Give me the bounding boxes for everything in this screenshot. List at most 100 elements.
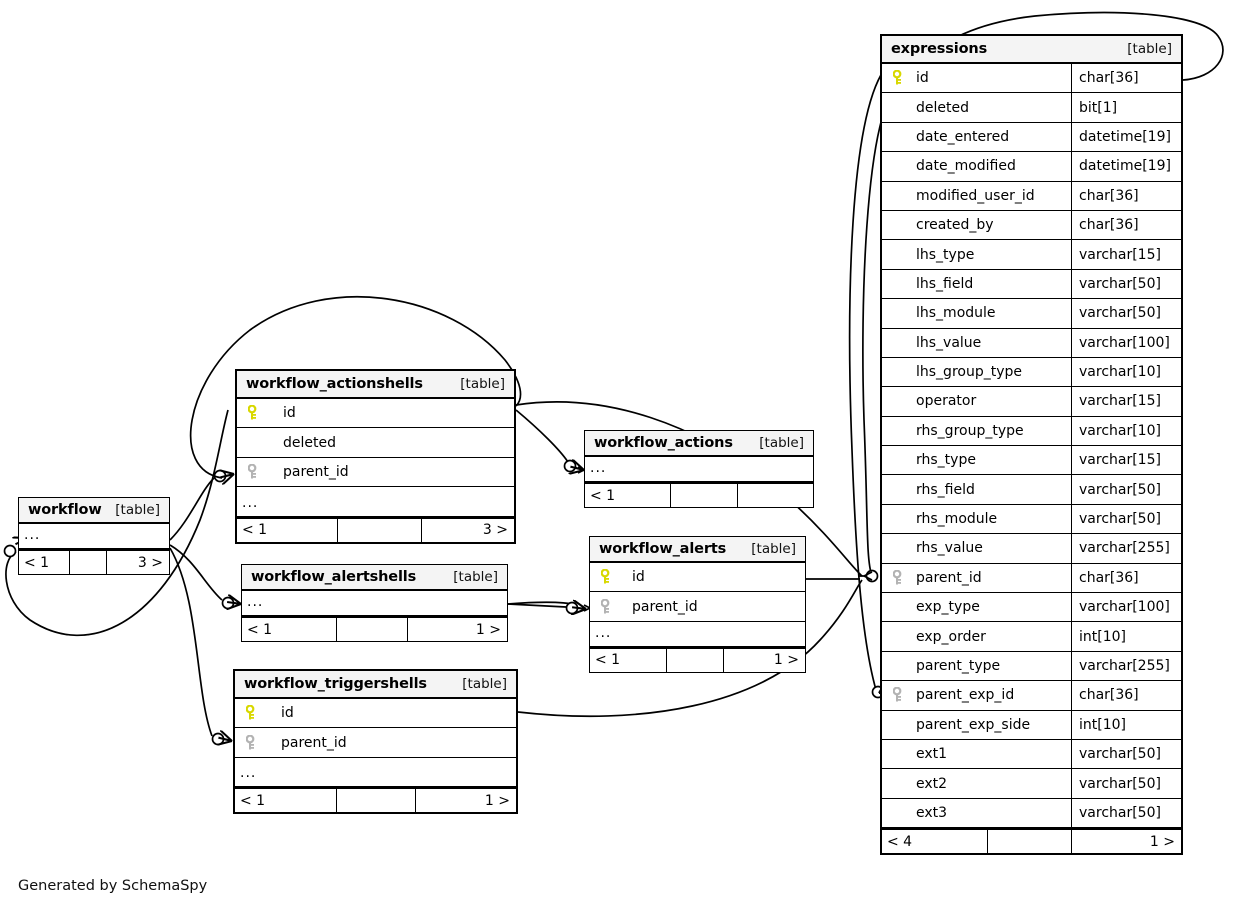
column-name: lhs_group_type	[916, 364, 1022, 381]
footer-left: < 1	[595, 652, 621, 669]
table-workflow-alertshells[interactable]: workflow_alertshells [table] ... < 1 1 >	[241, 564, 508, 642]
table-row[interactable]: rhs_group_type varchar[10]	[882, 416, 1181, 447]
footer-middle	[337, 518, 422, 542]
edge-workflow-to-triggershells	[169, 547, 213, 737]
table-name: workflow_actionshells	[246, 376, 423, 392]
column-name: rhs_type	[916, 452, 976, 469]
column-name: rhs_module	[916, 511, 998, 528]
table-row[interactable]: rhs_type varchar[15]	[882, 446, 1181, 476]
table-row[interactable]: ext1 varchar[50]	[882, 739, 1181, 770]
column-type: varchar[15]	[1071, 387, 1181, 416]
footer-right	[738, 484, 813, 507]
table-row[interactable]: lhs_type varchar[15]	[882, 240, 1181, 270]
column-name: deleted	[916, 99, 969, 116]
table-row[interactable]: modified_user_id char[36]	[882, 181, 1181, 211]
column-name: lhs_module	[916, 305, 996, 322]
table-row[interactable]: id	[590, 563, 805, 593]
table-row[interactable]: parent_id	[235, 728, 516, 758]
table-row[interactable]: parent_id	[590, 592, 805, 622]
column-name-cell: exp_order	[882, 622, 1071, 650]
ellipsis-row: ...	[242, 591, 507, 616]
table-workflow[interactable]: workflow [table] ... < 1 3 >	[18, 497, 170, 575]
table-header-workflow-alerts: workflow_alerts [table]	[590, 537, 805, 563]
footer-left: < 1	[240, 792, 266, 809]
table-row[interactable]: deleted	[237, 428, 514, 458]
column-name-cell: ext2	[882, 769, 1071, 797]
column-name: date_modified	[916, 158, 1016, 175]
table-row[interactable]: ext2 varchar[50]	[882, 769, 1181, 799]
table-row[interactable]: rhs_field varchar[50]	[882, 475, 1181, 505]
table-row[interactable]: id	[237, 399, 514, 429]
column-type: varchar[50]	[1071, 299, 1181, 328]
column-name: parent_id	[283, 463, 349, 480]
column-name-cell: exp_type	[882, 593, 1071, 621]
table-workflow-actionshells[interactable]: workflow_actionshells [table] id deleted	[235, 369, 516, 544]
table-expressions[interactable]: expressions [table] id char[36] deleted …	[880, 34, 1183, 856]
column-name-cell: rhs_field	[882, 475, 1071, 503]
table-row[interactable]: lhs_value varchar[100]	[882, 328, 1181, 358]
ellipsis-text: ...	[595, 624, 612, 641]
footer-left: < 1	[590, 487, 616, 504]
generated-by-credit: Generated by SchemaSpy	[18, 878, 208, 894]
footer-middle	[666, 648, 724, 672]
table-workflow-triggershells[interactable]: workflow_triggershells [table] id parent…	[233, 669, 518, 815]
column-name: parent_id	[281, 734, 347, 751]
table-row[interactable]: ext3 varchar[50]	[882, 798, 1181, 829]
table-row[interactable]: lhs_field varchar[50]	[882, 269, 1181, 300]
footer-middle	[987, 830, 1072, 854]
table-row[interactable]: parent_type varchar[255]	[882, 651, 1181, 682]
table-name: workflow_triggershells	[244, 676, 427, 692]
table-row[interactable]: exp_order int[10]	[882, 622, 1181, 652]
table-row[interactable]: date_modified datetime[19]	[882, 152, 1181, 182]
table-row[interactable]: date_entered datetime[19]	[882, 122, 1181, 153]
footer-right: 1 >	[1149, 833, 1175, 850]
column-type: char[36]	[1071, 64, 1181, 93]
table-row[interactable]: rhs_module varchar[50]	[882, 504, 1181, 535]
column-type: varchar[50]	[1071, 769, 1181, 798]
column-type: bit[1]	[1071, 93, 1181, 122]
table-workflow-actions[interactable]: workflow_actions [table] ... < 1	[584, 430, 814, 508]
table-row[interactable]: id char[36]	[882, 64, 1181, 94]
edge-workflow-to-alertshells	[169, 544, 223, 601]
column-name: created_by	[916, 217, 994, 234]
edge-actionshells-to-actions	[515, 409, 569, 463]
table-row[interactable]: rhs_value varchar[255]	[882, 534, 1181, 564]
table-row[interactable]: parent_exp_side int[10]	[882, 710, 1181, 740]
table-row[interactable]: parent_id char[36]	[882, 563, 1181, 594]
foreign-key-icon	[241, 734, 261, 751]
table-header-workflow-alertshells: workflow_alertshells [table]	[242, 565, 507, 591]
column-type: varchar[15]	[1071, 446, 1181, 475]
column-name: operator	[916, 393, 977, 410]
table-footer: < 1	[585, 482, 813, 507]
table-row[interactable]: parent_exp_id char[36]	[882, 681, 1181, 711]
table-row[interactable]: parent_id	[237, 457, 514, 488]
table-tag: [table]	[751, 541, 796, 557]
column-type: varchar[50]	[1071, 269, 1181, 299]
column-name-cell: lhs_value	[882, 329, 1071, 357]
table-header-workflow-triggershells: workflow_triggershells [table]	[235, 671, 516, 699]
table-row[interactable]: deleted bit[1]	[882, 93, 1181, 123]
table-row[interactable]: created_by char[36]	[882, 210, 1181, 241]
column-name-cell: parent_id	[882, 564, 1071, 592]
edge-expressions-self-left	[848, 69, 885, 691]
column-name: parent_id	[632, 598, 698, 615]
column-name-cell: id	[235, 699, 516, 727]
column-name-cell: deleted	[237, 428, 514, 456]
column-name: lhs_value	[916, 334, 982, 351]
column-name-cell: created_by	[882, 211, 1071, 239]
footer-left: < 1	[247, 621, 273, 638]
column-name-cell: rhs_group_type	[882, 417, 1071, 445]
column-name: id	[281, 705, 294, 722]
column-name-cell: date_entered	[882, 123, 1071, 151]
foreign-key-icon	[888, 569, 908, 586]
table-workflow-alerts[interactable]: workflow_alerts [table] id parent_id ...	[589, 536, 806, 673]
table-row[interactable]: lhs_module varchar[50]	[882, 299, 1181, 329]
column-type: int[10]	[1071, 710, 1181, 739]
column-type: varchar[10]	[1071, 357, 1181, 387]
table-name: expressions	[891, 41, 988, 57]
table-row[interactable]: operator varchar[15]	[882, 387, 1181, 417]
table-row[interactable]: exp_type varchar[100]	[882, 593, 1181, 623]
table-row[interactable]: lhs_group_type varchar[10]	[882, 357, 1181, 388]
ellipsis-text: ...	[24, 527, 41, 543]
table-row[interactable]: id	[235, 699, 516, 729]
